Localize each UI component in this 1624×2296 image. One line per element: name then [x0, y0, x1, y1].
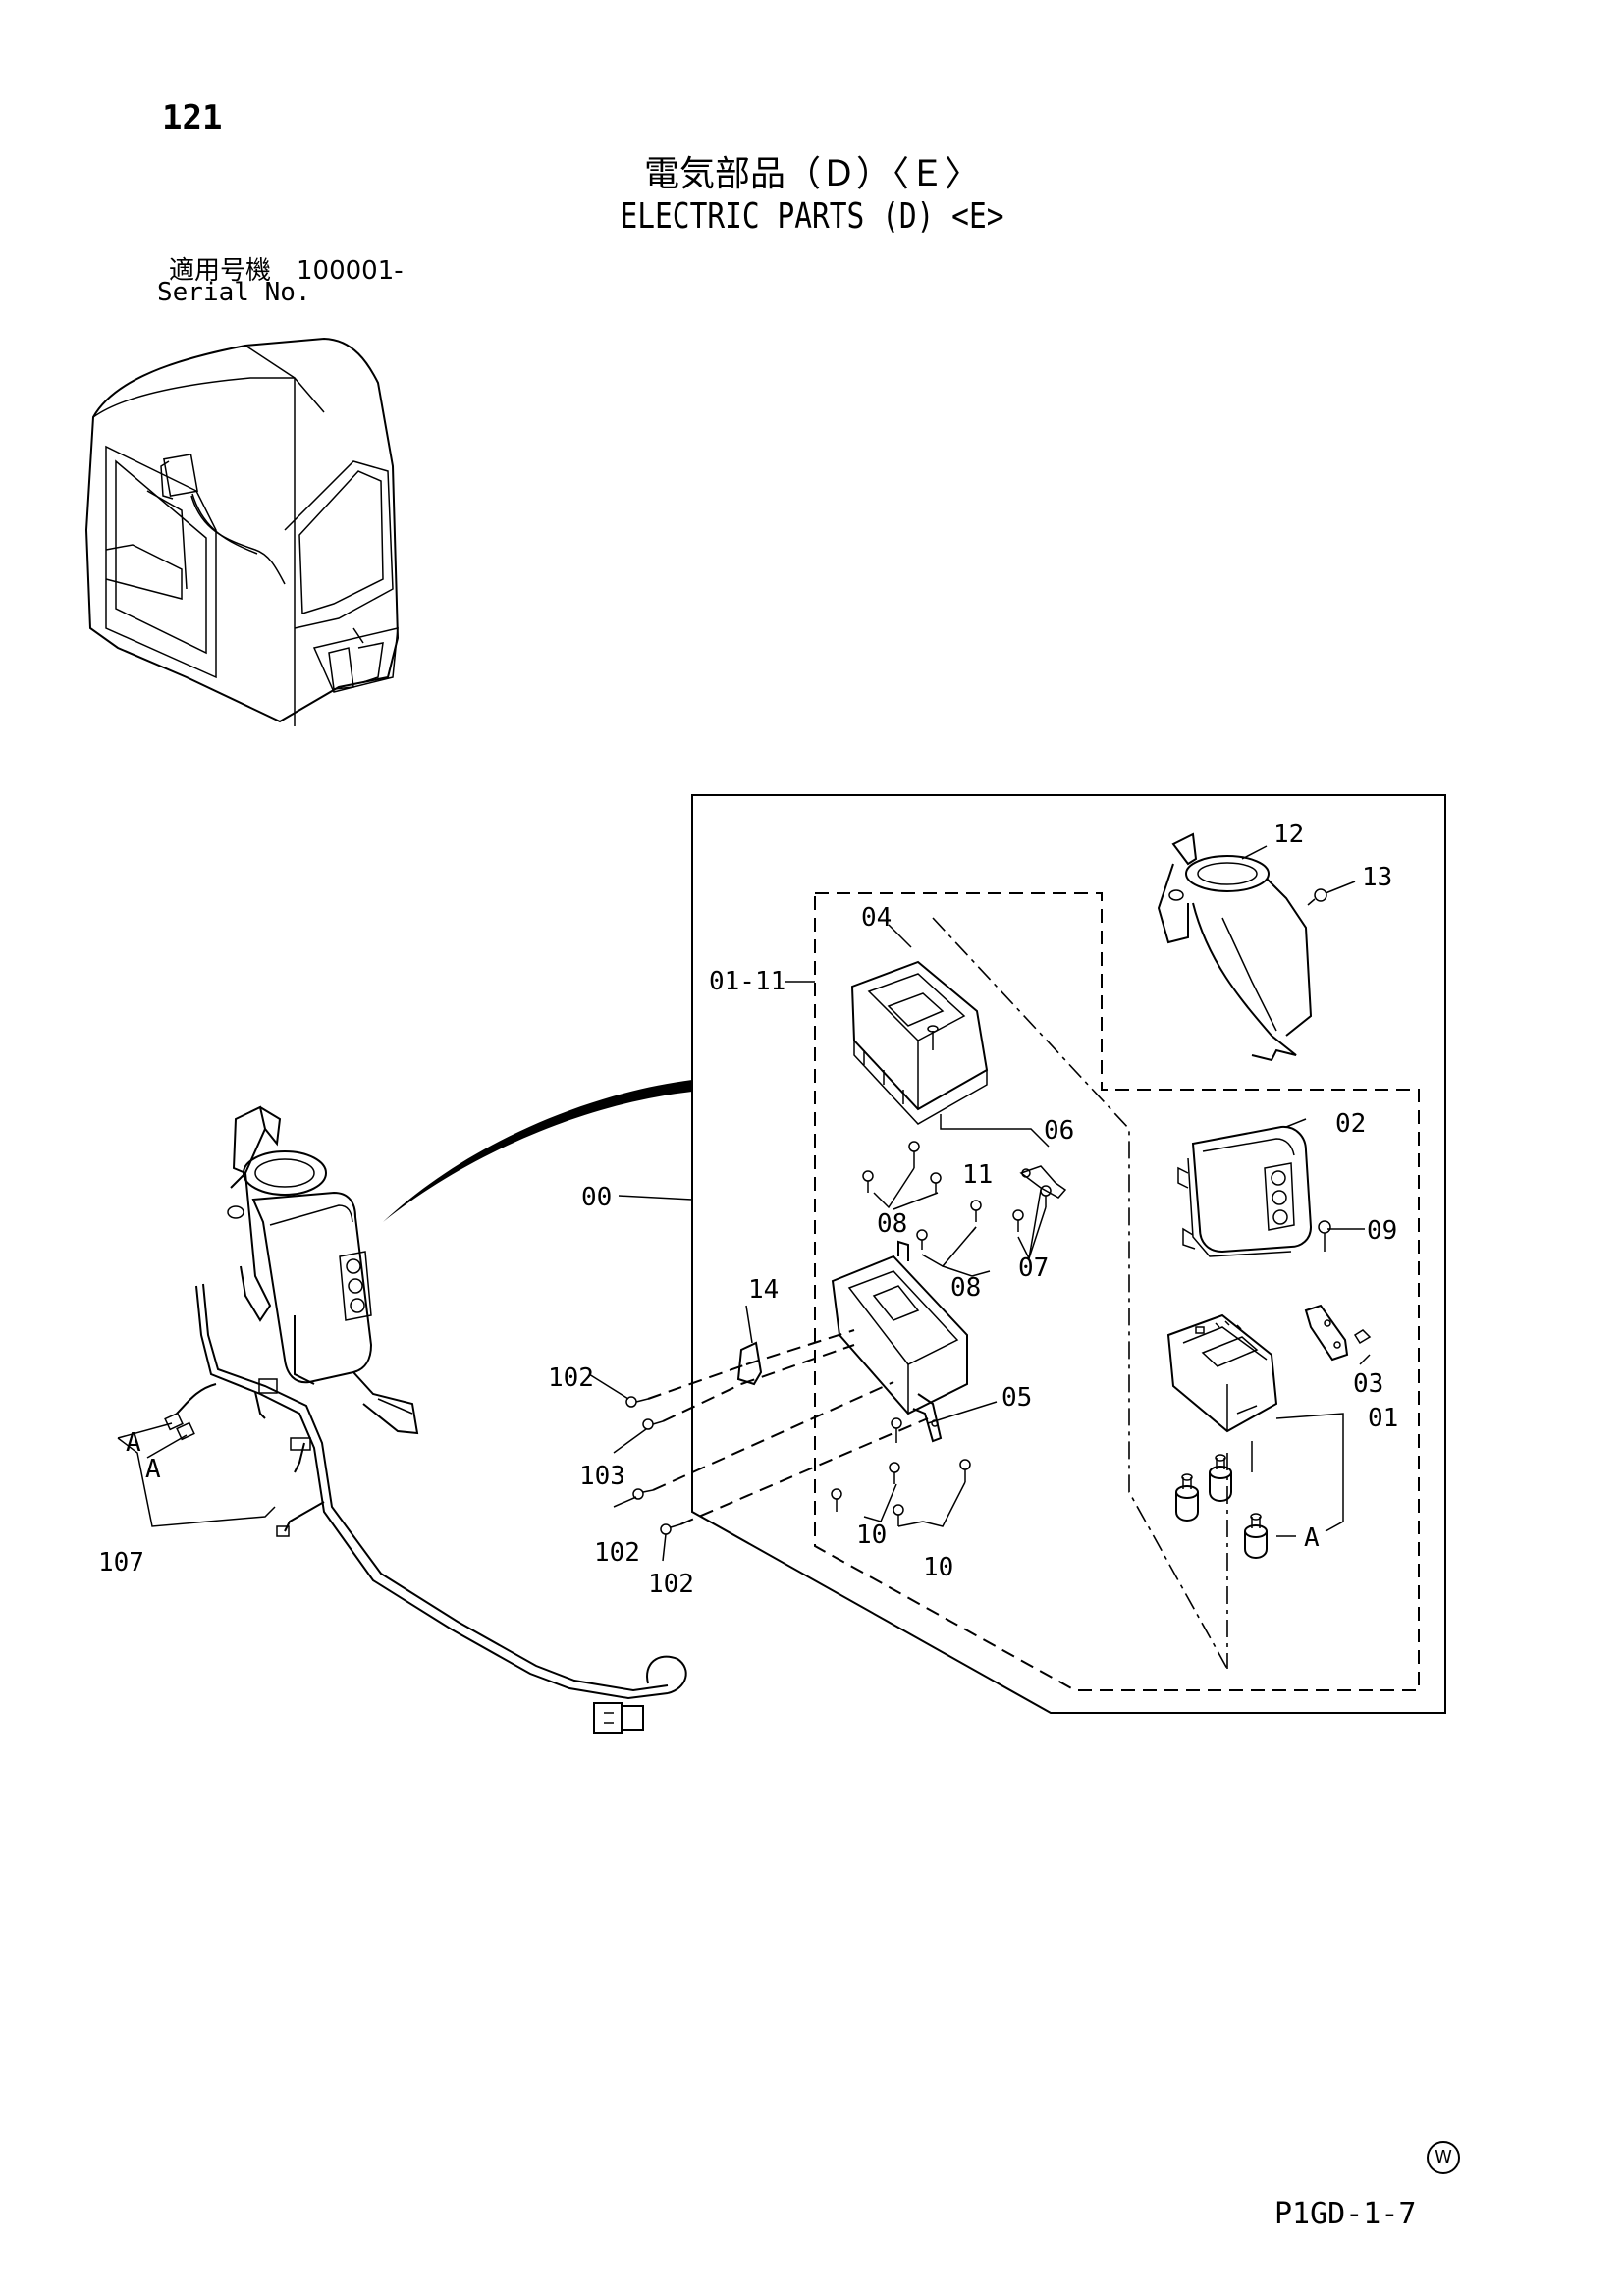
wiring-harness-illustration [164, 1283, 687, 1734]
callout-102-bottom: 102 [648, 1570, 694, 1599]
callout-01-11: 01-11 [709, 967, 785, 996]
callout-12: 12 [1273, 820, 1304, 849]
part-01-switch-box [1166, 1313, 1278, 1433]
part-14-plate [736, 1341, 763, 1386]
bolt-alignment-lines [647, 1329, 929, 1525]
callout-102-top: 102 [548, 1363, 594, 1393]
part-05-bracket [831, 1240, 968, 1443]
reference-a-knob: A [1304, 1523, 1320, 1553]
callout-14: 14 [748, 1275, 779, 1305]
reference-a-harness-2: A [145, 1455, 161, 1484]
page-title-japanese: 電気部品（Ｄ）〈Ｅ〉 [643, 154, 980, 194]
switch-knobs [1175, 1454, 1268, 1559]
part-12-cover [1157, 832, 1313, 1062]
operator-console-illustration [227, 1105, 419, 1435]
part-06-clip [1019, 1165, 1067, 1199]
callout-09: 09 [1367, 1216, 1397, 1246]
callout-02: 02 [1335, 1109, 1366, 1139]
callout-06: 06 [1044, 1116, 1074, 1146]
serial-label-japanese: 適用号機 100001- [169, 256, 404, 286]
callout-03: 03 [1353, 1369, 1383, 1399]
callout-08-lower: 08 [950, 1273, 981, 1303]
leader-lines [117, 845, 1371, 1562]
catalog-mark: W [1427, 2141, 1460, 2174]
detail-connector-arc [383, 1080, 692, 1222]
sheet-code: P1GD-1-7 [1274, 2197, 1417, 2231]
callout-01: 01 [1368, 1404, 1398, 1433]
cab-overview-illustration [84, 337, 400, 726]
callout-07: 07 [1018, 1254, 1049, 1283]
part-13-screw [1307, 888, 1327, 906]
reference-a-harness-1: A [126, 1428, 141, 1458]
sub-assembly-boundary-01-11 [814, 892, 1420, 1691]
callout-107: 107 [98, 1548, 144, 1577]
page-number: 121 [162, 98, 223, 137]
callout-10-left: 10 [856, 1521, 887, 1550]
part-04-box [850, 960, 989, 1125]
callout-13: 13 [1362, 863, 1392, 892]
callout-11: 11 [962, 1160, 993, 1190]
callout-00: 00 [581, 1183, 612, 1212]
callout-103: 103 [579, 1462, 625, 1491]
callout-05: 05 [1001, 1383, 1032, 1413]
callout-04: 04 [861, 903, 892, 933]
assembly-outline-00 [691, 794, 1446, 1714]
callout-10-right: 10 [923, 1553, 953, 1582]
callout-102-middle: 102 [594, 1538, 640, 1568]
part-02-monitor [1177, 1125, 1313, 1257]
serial-label-english: Serial No. [157, 278, 311, 307]
part-03-bracket [1304, 1304, 1372, 1362]
small-screws [625, 1141, 1331, 1535]
page-title-english: ELECTRIC PARTS (D) <E> [620, 196, 1004, 237]
callout-08-upper: 08 [877, 1209, 907, 1239]
